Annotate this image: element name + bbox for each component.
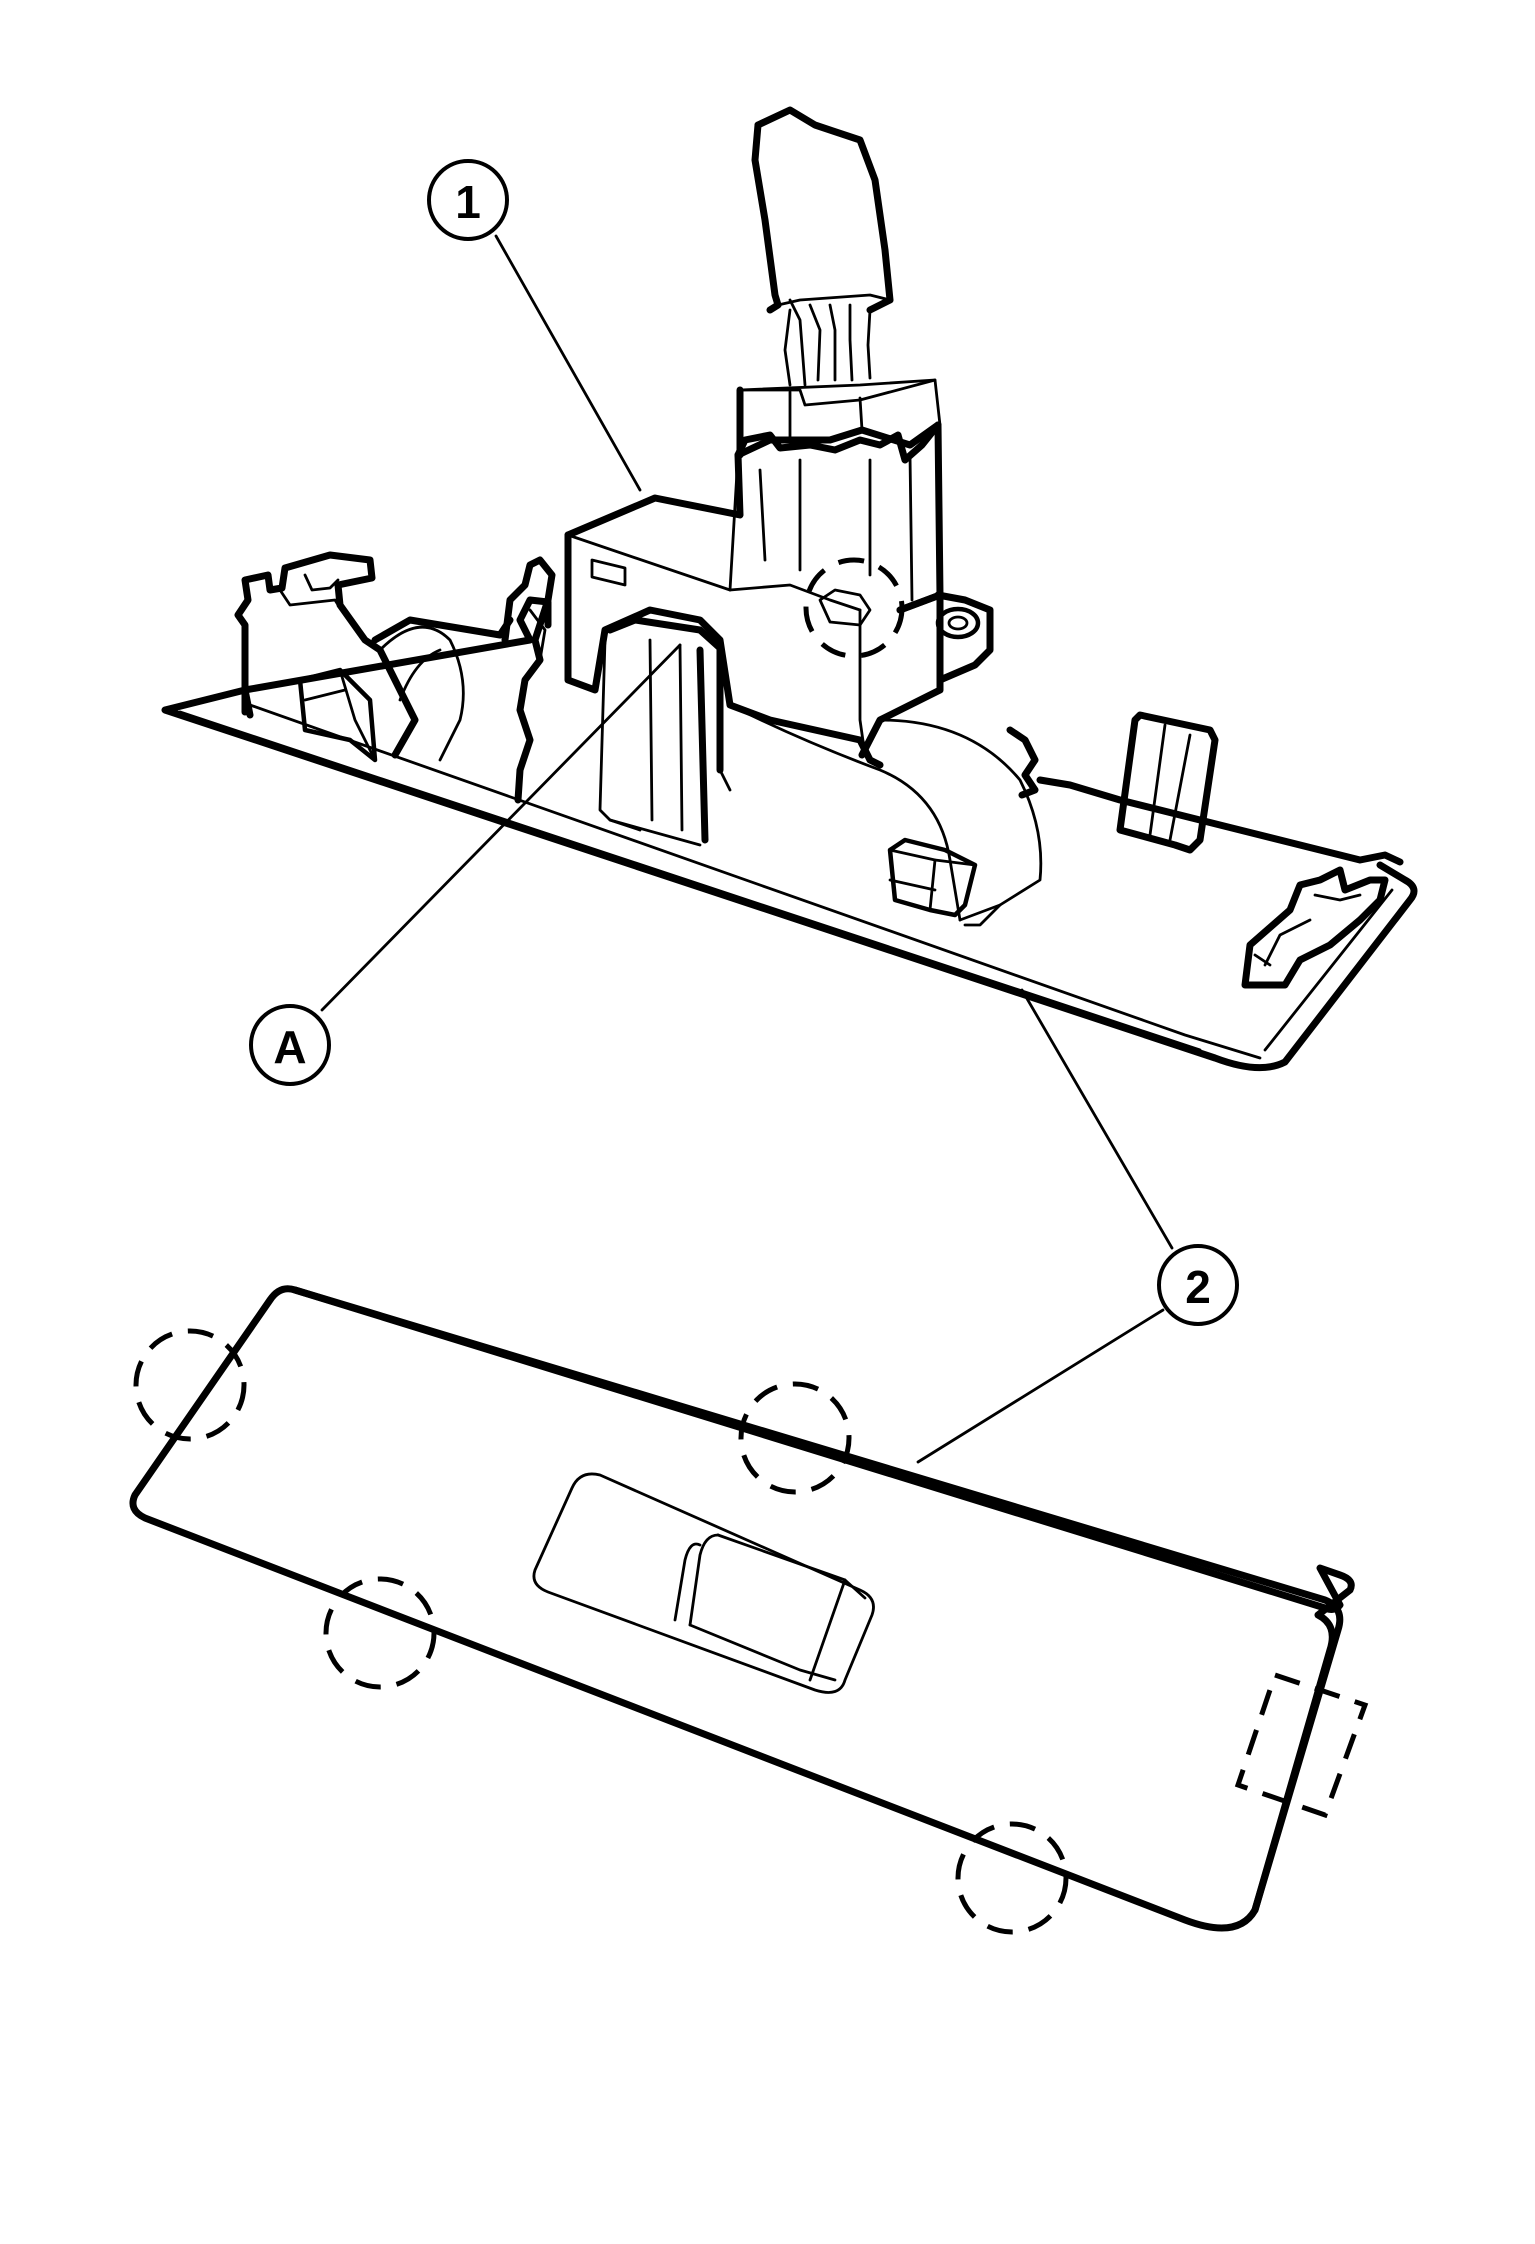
- mounting-ear: [934, 591, 994, 684]
- hidden-clip-housing: [803, 557, 905, 659]
- callout-2: 2: [1157, 1244, 1239, 1326]
- hidden-clips-lower: [133, 1328, 1369, 1935]
- wire-harness: [751, 106, 894, 387]
- callout-1: 1: [427, 159, 509, 241]
- clip-location-4: [955, 1821, 1069, 1935]
- clip-location-1: [133, 1328, 247, 1442]
- callout-1-label: 1: [455, 176, 481, 228]
- center-clip: [887, 837, 978, 918]
- detail-a-slot: [598, 616, 732, 847]
- right-tab: [1116, 711, 1219, 854]
- upper-assembly: [161, 106, 1418, 1072]
- clip-location-2: [738, 1381, 852, 1495]
- right-clip: [1241, 866, 1389, 989]
- side-spike: [1006, 726, 1039, 799]
- callout-2-label: 2: [1185, 1261, 1211, 1313]
- callout-a: A: [249, 1004, 331, 1086]
- left-boss: [378, 556, 556, 804]
- callout-a-label: A: [273, 1021, 306, 1073]
- module-housing: [564, 378, 1043, 927]
- trim-panel-lower: [129, 1285, 1355, 1932]
- leader-lines: [320, 234, 1174, 1464]
- panel-pocket: [532, 1472, 875, 1694]
- clip-location-3: [323, 1576, 437, 1690]
- left-clip: [234, 551, 419, 763]
- clip-location-5: [1234, 1671, 1369, 1819]
- trim-panel-upper: [161, 596, 1418, 1072]
